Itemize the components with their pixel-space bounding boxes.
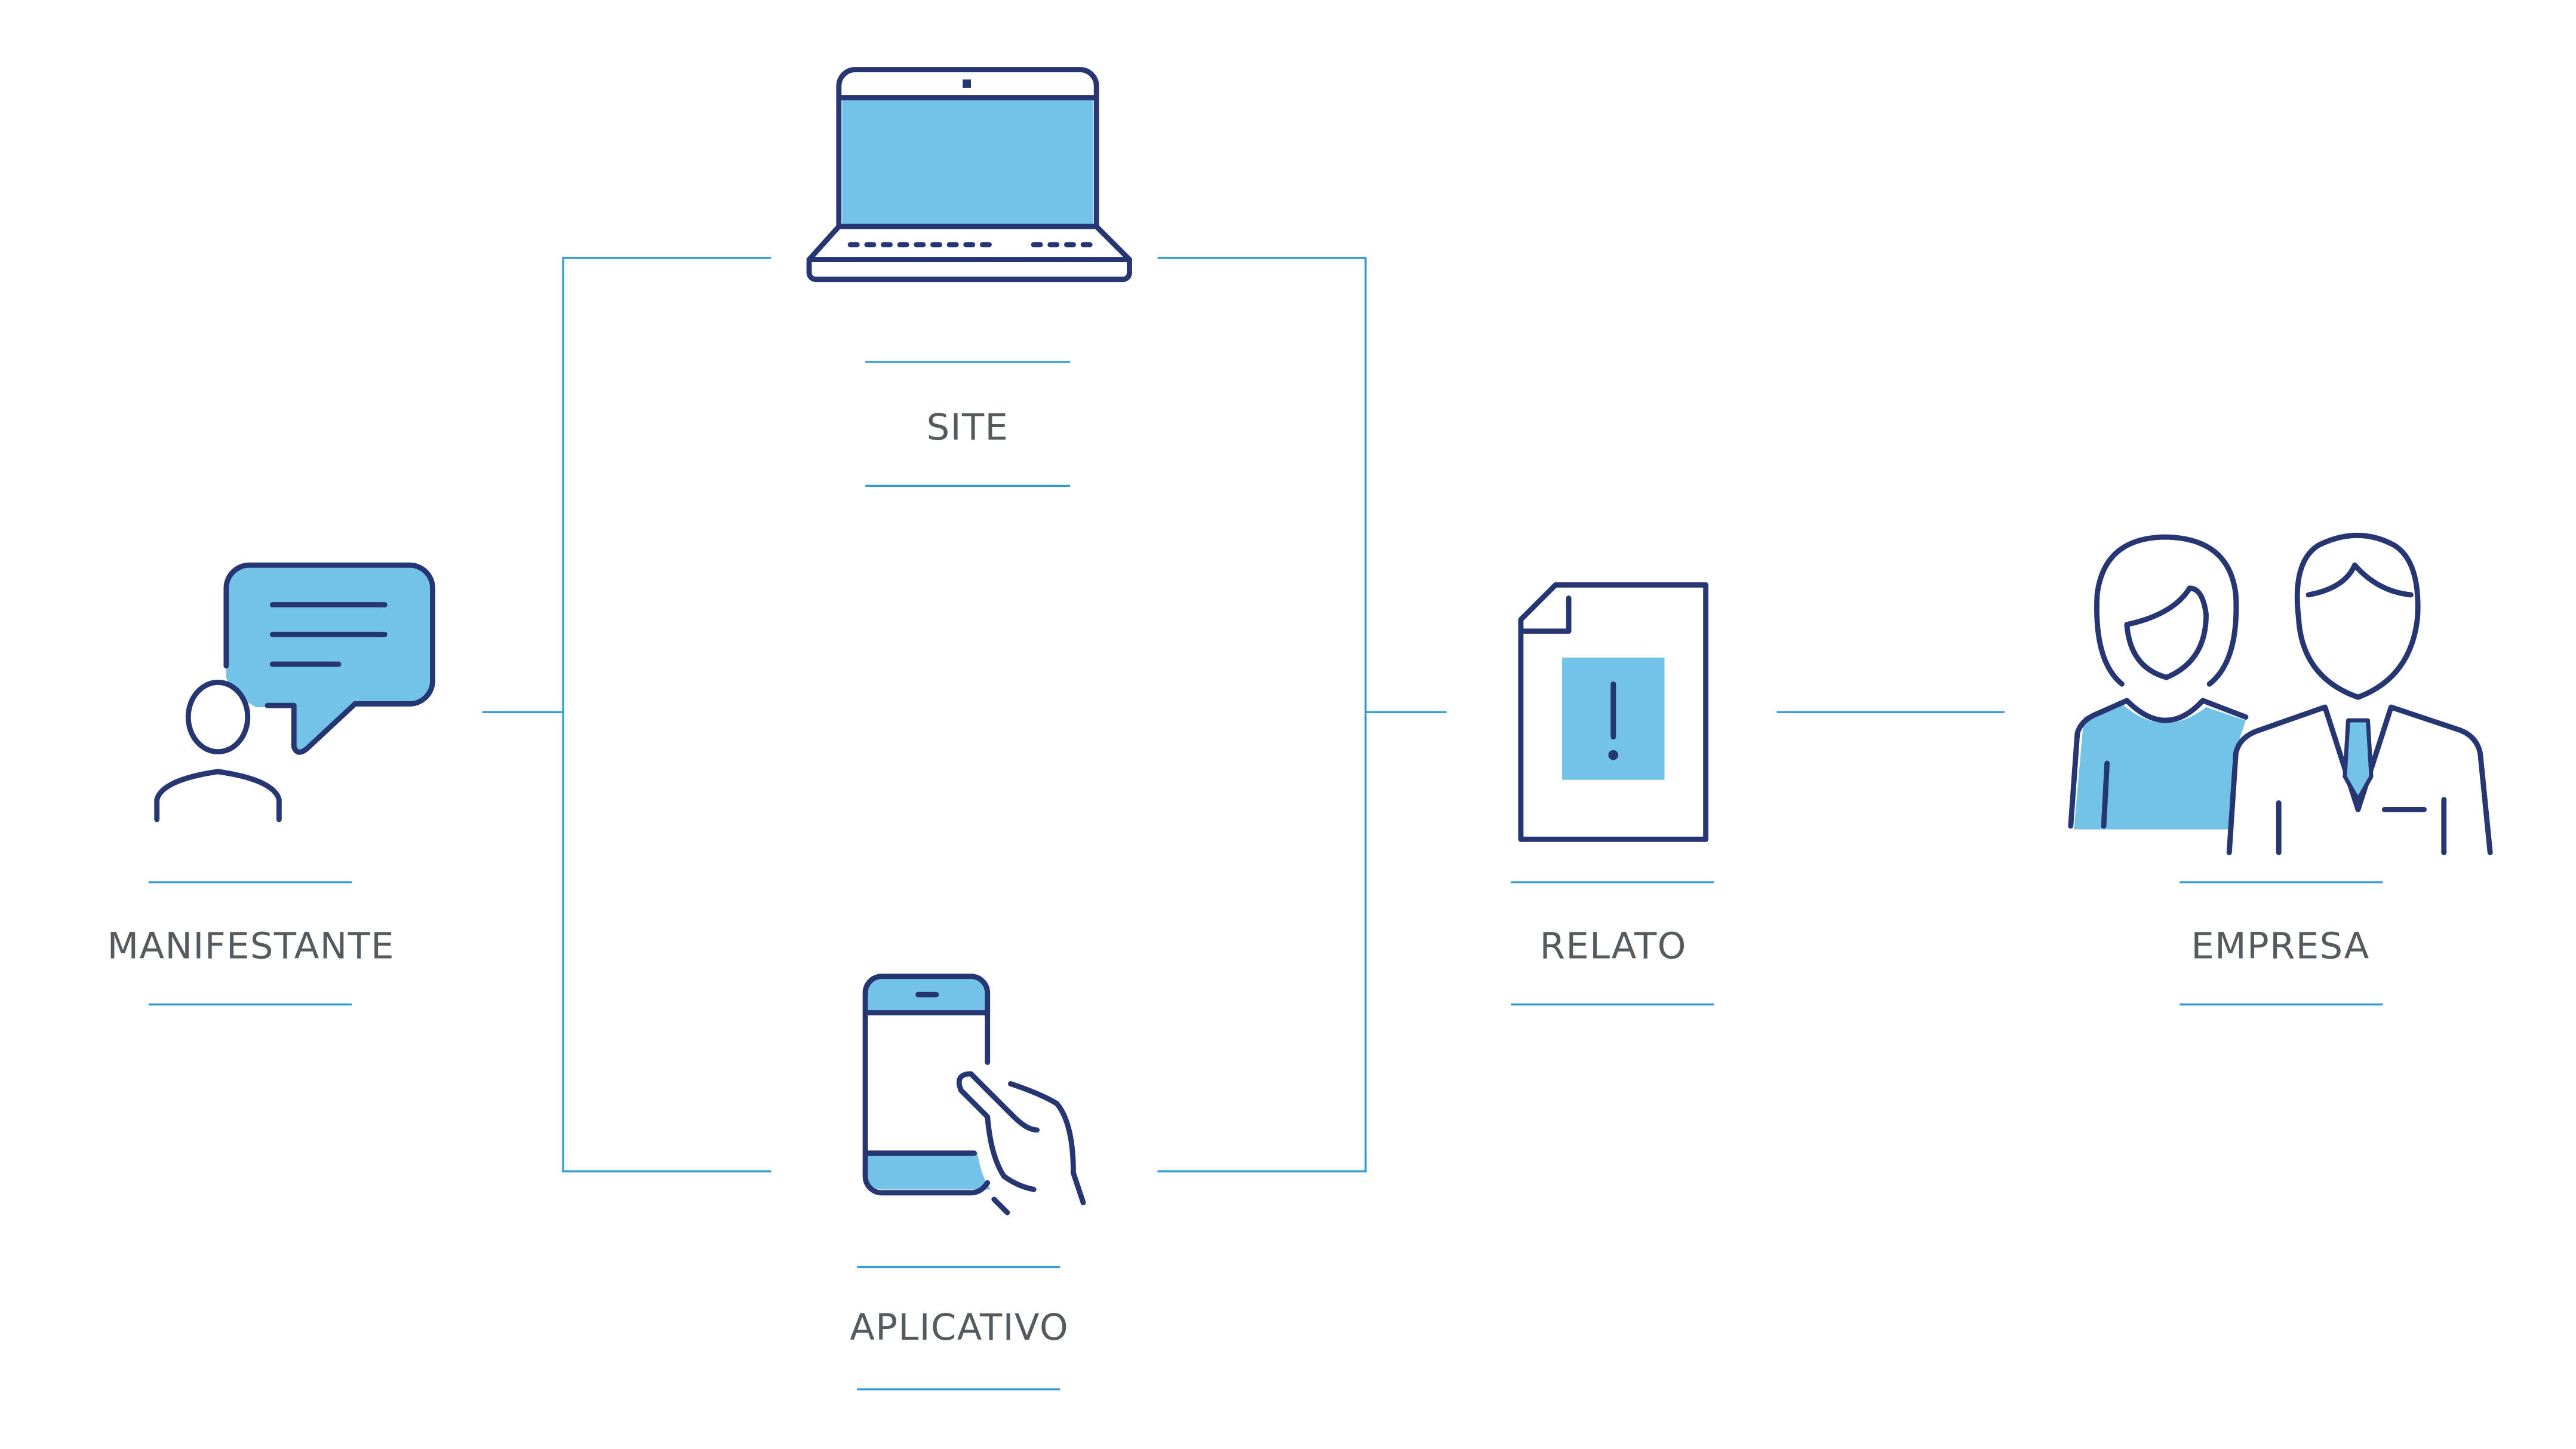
laptop-icon: [806, 67, 1132, 283]
connector-right-bracket: [1157, 257, 1367, 1172]
smartphone-hand-icon: [862, 974, 1086, 1215]
node-site: SITE: [806, 67, 1132, 487]
connector-left-bracket: [562, 257, 771, 1172]
node-label-relato: RELATO: [1540, 925, 1687, 967]
document-alert-icon: [1518, 582, 1709, 842]
node-label-aplicativo: APLICATIVO: [850, 1307, 1069, 1349]
connectors: [482, 257, 2005, 1172]
node-relato: RELATO: [1511, 582, 1714, 1006]
node-empresa: EMPRESA: [2068, 532, 2493, 1006]
node-aplicativo: APLICATIVO: [850, 974, 1086, 1390]
node-label-manifestante: MANIFESTANTE: [107, 925, 395, 967]
person-speech-bubble-icon: [154, 562, 435, 822]
node-label-site: SITE: [927, 407, 1009, 449]
node-label-empresa: EMPRESA: [2191, 925, 2369, 967]
people-icon: [2068, 532, 2493, 855]
node-manifestante: MANIFESTANTE: [107, 562, 435, 1006]
